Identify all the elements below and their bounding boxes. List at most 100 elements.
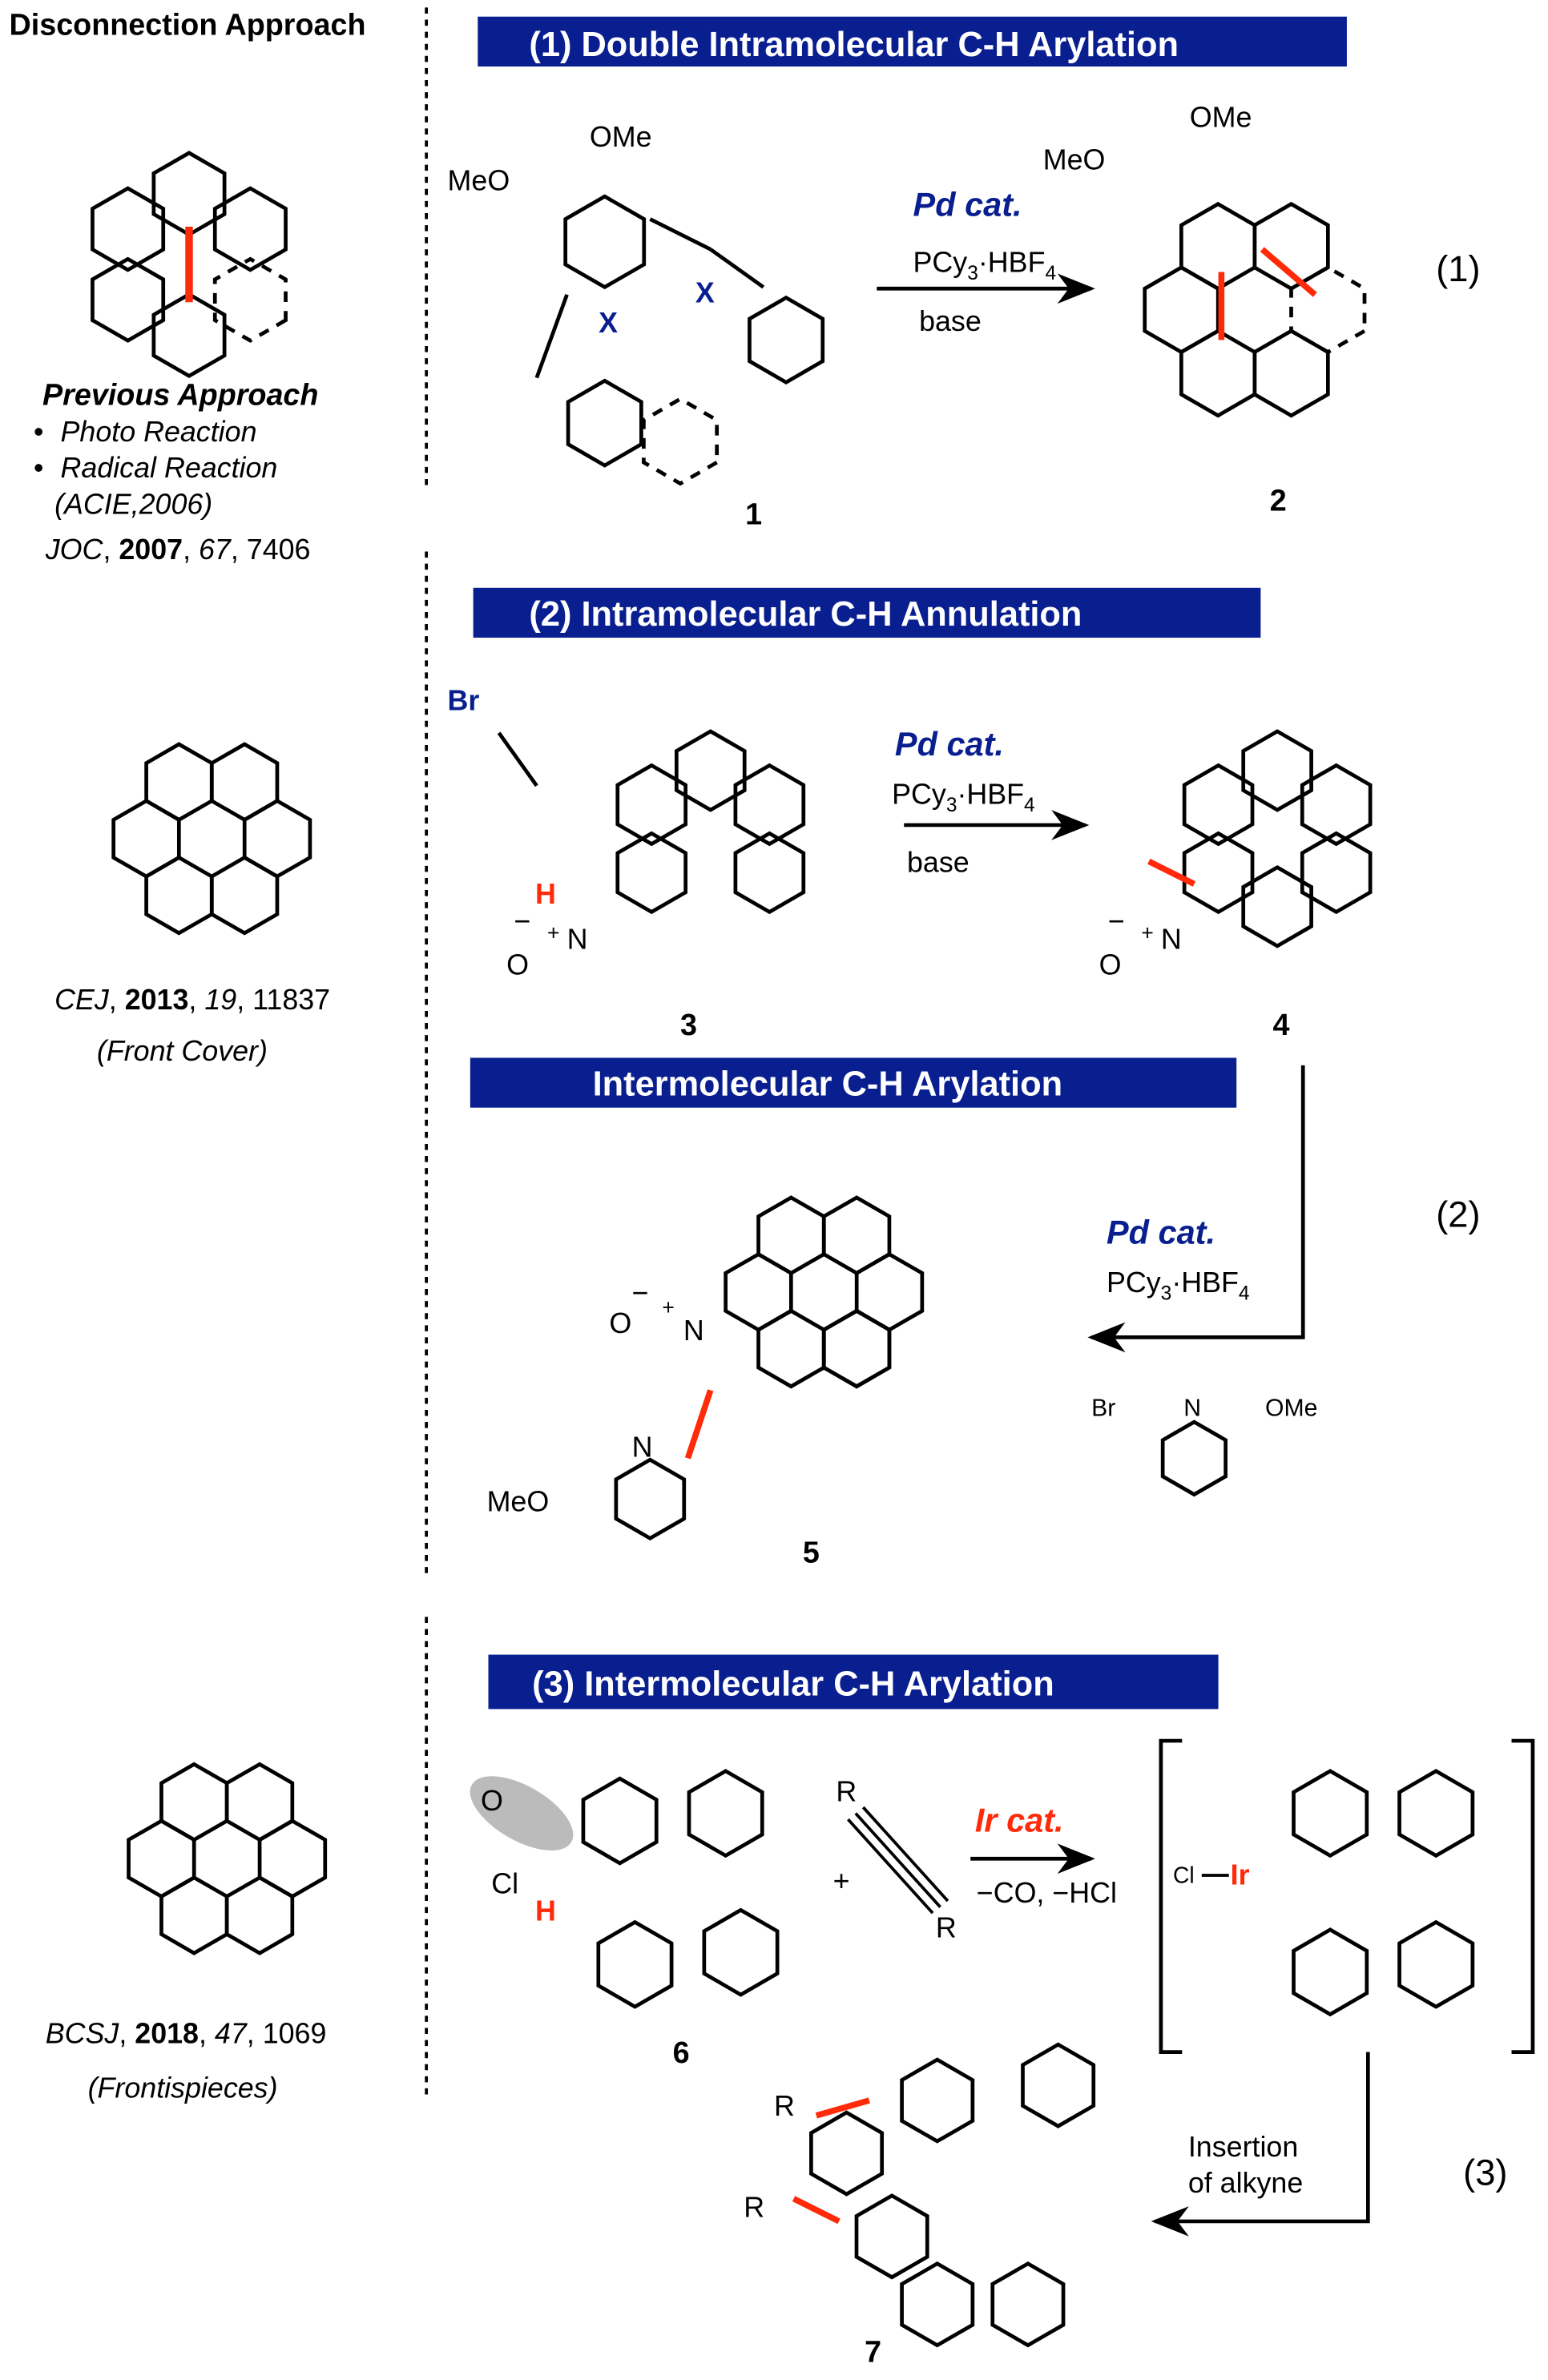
helicene-ring: [1182, 763, 1255, 847]
helicene-ring: [674, 729, 747, 812]
new-bond: [1260, 247, 1317, 297]
compound-4-label: 4: [1272, 1008, 1289, 1041]
ring: [1397, 1919, 1475, 2009]
ome-label: OMe: [1190, 101, 1252, 133]
h-label: H: [535, 878, 556, 910]
ring: [854, 2193, 929, 2280]
r-label: R: [936, 1911, 957, 1943]
helicene-ring: [212, 256, 288, 343]
acie-ref: (ACIE,2006): [54, 488, 212, 520]
helicene-ring: [1289, 265, 1367, 355]
bond: [709, 248, 765, 289]
ring: [581, 1776, 659, 1866]
helicene-ring: [821, 1308, 892, 1389]
ring: [596, 1919, 674, 2009]
oxygen-label: O: [609, 1307, 631, 1339]
svg-text:(2) Intramolecular C-H Annula: (2) Intramolecular C-H Annulation: [529, 595, 1082, 634]
reagent-label: PCy3·HBF4: [913, 247, 1057, 284]
iridium-label: Ir: [1231, 1858, 1250, 1891]
plus-sign: +: [833, 1865, 850, 1897]
ring: [1021, 2042, 1096, 2128]
bullet-photo: • Photo Reaction: [34, 416, 257, 448]
compound-3-label: 3: [680, 1008, 697, 1041]
reaction-arrow: [1151, 2052, 1370, 2237]
helicene-ring: [159, 1762, 229, 1842]
section1-header: (1) Double Intramolecular C-H Arylation: [478, 16, 1347, 66]
catalyst-label: Pd cat.: [895, 725, 1004, 763]
equation-number: (3): [1463, 2152, 1507, 2193]
section3-header: (3) Intermolecular C-H Arylation: [488, 1654, 1219, 1709]
nitrogen-label: N: [1161, 924, 1182, 956]
oxygen-label: O: [1099, 949, 1122, 981]
conditions-label: −CO, −HCl: [977, 1877, 1117, 1909]
pyridine-ring: [1160, 1420, 1228, 1497]
ref-cej-note: (Front Cover): [97, 1035, 268, 1067]
helicene-ring: [91, 256, 166, 343]
left-title: Disconnection Approach: [10, 7, 366, 41]
helicene-ring: [615, 763, 688, 847]
ring: [1292, 1769, 1369, 1858]
h-label: H: [535, 1895, 556, 1927]
new-bond: [1147, 858, 1196, 887]
ref-cej: CEJ, 2013, 19, 11837: [54, 984, 330, 1016]
base-label: base: [919, 305, 982, 337]
nitrogen-label: N: [683, 1315, 704, 1347]
r-label: R: [774, 2090, 795, 2122]
ring: [702, 1907, 780, 1997]
section2-header: (2) Intramolecular C-H Annulation: [473, 587, 1261, 638]
ref-bcsj: BCSJ, 2018, 47, 1069: [46, 2017, 327, 2049]
br-label: Br: [448, 685, 480, 717]
minus-charge: −: [632, 1277, 649, 1309]
helicene-ring: [1300, 831, 1373, 915]
helicene-ring: [242, 799, 312, 879]
chlorine-label: Cl: [491, 1868, 518, 1900]
nitrogen-label: N: [567, 924, 588, 956]
reaction-arrow: [1087, 1065, 1305, 1353]
alkyne: [847, 1806, 949, 1915]
equation-number: (1): [1436, 248, 1480, 289]
helicene-ring: [733, 831, 806, 915]
bond: [497, 731, 538, 787]
step-label: of alkyne: [1188, 2167, 1303, 2199]
minus-charge: −: [514, 905, 531, 937]
ring: [1292, 1927, 1369, 2017]
ring: [748, 295, 825, 385]
x-label: X: [599, 307, 618, 339]
compound-2-label: 2: [1270, 484, 1287, 517]
svg-text:Intermolecular C-H Arylation: Intermolecular C-H Arylation: [593, 1065, 1062, 1104]
oxygen-label: O: [481, 1785, 503, 1817]
reagent-label: PCy3·HBF4: [892, 779, 1035, 816]
minus-charge: −: [1108, 905, 1125, 937]
chlorine-label: Cl: [1173, 1862, 1195, 1887]
ring: [990, 2261, 1066, 2348]
compound-7-label: 7: [865, 2334, 881, 2368]
ring: [900, 2261, 975, 2348]
r-label: R: [836, 1776, 857, 1808]
helicene-ring: [1252, 328, 1330, 418]
new-bond: [684, 1389, 714, 1460]
plus-charge: +: [1141, 920, 1153, 944]
helicene-ring: [756, 1195, 826, 1275]
helicene-ring: [1300, 763, 1373, 847]
meo-label: MeO: [448, 165, 510, 197]
nitrogen-label: N: [632, 1431, 653, 1463]
plus-charge: +: [662, 1295, 674, 1319]
helicene-ring: [733, 763, 806, 847]
bond: [534, 294, 569, 379]
helicene-ring: [151, 292, 227, 379]
new-bond: [792, 2196, 841, 2225]
ring: [900, 2057, 975, 2144]
meo-label: MeO: [1043, 143, 1106, 175]
helicene-ring: [212, 186, 288, 272]
ome-label: OMe: [1265, 1395, 1317, 1422]
intermolecular-header: Intermolecular C-H Arylation: [470, 1057, 1237, 1108]
ring: [687, 1769, 764, 1858]
bracket: [1159, 1738, 1535, 2055]
plus-charge: +: [547, 920, 559, 944]
helicene-ring: [615, 831, 688, 915]
pyridine-ring: [614, 1457, 687, 1541]
helicene-ring: [1241, 865, 1313, 948]
helicene-ring: [1179, 201, 1257, 292]
ring: [563, 194, 647, 290]
r-label: R: [744, 2191, 764, 2223]
